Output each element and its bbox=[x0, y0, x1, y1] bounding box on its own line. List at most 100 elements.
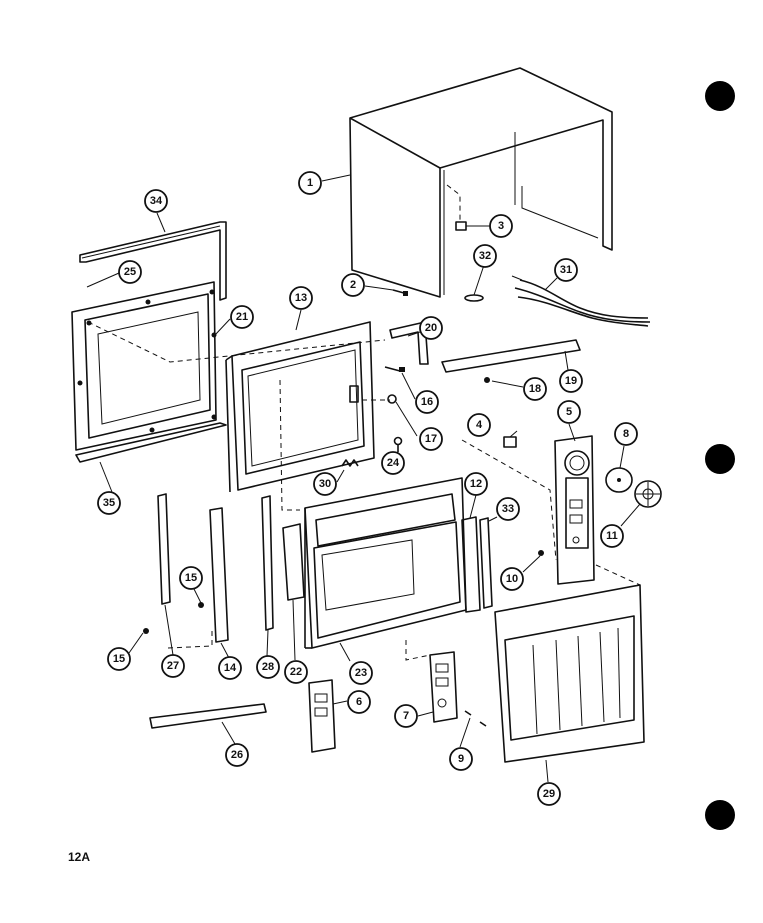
svg-text:1: 1 bbox=[307, 177, 313, 189]
callout-16: 16 bbox=[415, 390, 439, 414]
part-trim-12 bbox=[461, 516, 481, 613]
svg-text:26: 26 bbox=[231, 749, 243, 761]
svg-text:18: 18 bbox=[529, 383, 541, 395]
svg-text:12: 12 bbox=[470, 478, 482, 490]
part-top-trim-35 bbox=[79, 221, 227, 301]
part-wire-harness-32 bbox=[511, 275, 651, 327]
callout-18: 18 bbox=[523, 377, 547, 401]
callout-33: 32 bbox=[473, 244, 497, 268]
callout-4: 4 bbox=[467, 413, 491, 437]
part-control-panel-5 bbox=[554, 435, 595, 585]
binder-hole-bottom bbox=[705, 800, 735, 830]
callout-20: 20 bbox=[419, 316, 443, 340]
part-bracket-3 bbox=[446, 184, 467, 231]
callout-24: 24 bbox=[381, 451, 405, 475]
callout-13: 13 bbox=[289, 286, 313, 310]
svg-text:28: 28 bbox=[262, 661, 274, 673]
callout-9: 9 bbox=[449, 747, 473, 771]
svg-text:33: 33 bbox=[502, 503, 514, 515]
svg-text:31: 31 bbox=[560, 264, 572, 276]
callout-2: 2 bbox=[341, 273, 365, 297]
callout-6: 6 bbox=[347, 690, 371, 714]
svg-text:34: 34 bbox=[150, 195, 163, 207]
svg-text:20: 20 bbox=[425, 322, 437, 334]
svg-text:2: 2 bbox=[350, 279, 356, 291]
svg-text:14: 14 bbox=[224, 662, 237, 674]
part-panel-7 bbox=[429, 651, 458, 723]
svg-text:3: 3 bbox=[498, 220, 504, 232]
callout-31: 30 bbox=[313, 472, 337, 496]
svg-text:15: 15 bbox=[185, 572, 197, 584]
part-cabinet-wrapper bbox=[349, 67, 613, 298]
callout-7: 7 bbox=[394, 704, 418, 728]
callout-17: 17 bbox=[419, 427, 443, 451]
callout-23: 23 bbox=[349, 661, 373, 685]
callout-35: 34 bbox=[144, 189, 168, 213]
callout-1: 1 bbox=[298, 171, 322, 195]
callout-36: 35 bbox=[97, 491, 121, 515]
part-hinge-29 bbox=[261, 495, 274, 631]
callout-21: 21 bbox=[230, 305, 254, 329]
svg-text:6: 6 bbox=[356, 696, 362, 708]
part-front-door-23 bbox=[304, 477, 467, 649]
part-screw-9 bbox=[464, 710, 487, 727]
binder-hole-top bbox=[705, 81, 735, 111]
svg-text:19: 19 bbox=[565, 375, 577, 387]
svg-text:17: 17 bbox=[425, 433, 437, 445]
svg-text:4: 4 bbox=[476, 419, 483, 431]
svg-text:8: 8 bbox=[623, 428, 629, 440]
part-spring-31 bbox=[341, 459, 359, 467]
page-label: 12A bbox=[68, 850, 91, 864]
part-dial-11 bbox=[634, 480, 662, 508]
part-hinge-14 bbox=[209, 507, 229, 643]
part-screw-17 bbox=[387, 394, 397, 404]
callout-15b: 15 bbox=[107, 647, 131, 671]
svg-text:10: 10 bbox=[506, 573, 518, 585]
svg-text:5: 5 bbox=[566, 406, 572, 418]
part-rail-19 bbox=[441, 339, 581, 373]
svg-text:27: 27 bbox=[167, 660, 179, 672]
svg-text:9: 9 bbox=[458, 753, 464, 765]
assembly-lines bbox=[87, 321, 641, 661]
callout-5: 5 bbox=[557, 400, 581, 424]
part-bottom-trim-36 bbox=[75, 422, 227, 463]
part-screw-10 bbox=[538, 550, 544, 556]
part-trim-34 bbox=[479, 517, 493, 609]
part-front-panel-30 bbox=[494, 584, 645, 763]
callout-22: 22 bbox=[284, 660, 308, 684]
callout-14: 14 bbox=[218, 656, 242, 680]
svg-text:21: 21 bbox=[236, 311, 248, 323]
svg-text:24: 24 bbox=[387, 457, 400, 469]
callout-26: 26 bbox=[225, 743, 249, 767]
callout-12: 12 bbox=[464, 472, 488, 496]
callout-30: 29 bbox=[537, 782, 561, 806]
svg-text:13: 13 bbox=[295, 292, 307, 304]
callout-27: 27 bbox=[161, 654, 185, 678]
svg-text:22: 22 bbox=[290, 666, 302, 678]
svg-text:11: 11 bbox=[606, 530, 618, 542]
svg-text:32: 32 bbox=[479, 250, 491, 262]
callout-19: 19 bbox=[559, 369, 583, 393]
svg-text:25: 25 bbox=[124, 266, 136, 278]
part-screw-18 bbox=[484, 377, 490, 383]
callout-34: 33 bbox=[496, 497, 520, 521]
part-screw-2 bbox=[392, 289, 408, 296]
callout-10: 10 bbox=[500, 567, 524, 591]
part-grommet-33 bbox=[464, 294, 484, 302]
callout-25: 25 bbox=[118, 260, 142, 284]
part-screw-15a bbox=[198, 602, 204, 608]
part-screw-24 bbox=[393, 436, 403, 452]
svg-text:30: 30 bbox=[319, 478, 331, 490]
callout-3: 3 bbox=[489, 214, 513, 238]
svg-text:16: 16 bbox=[421, 396, 433, 408]
callout-11: 11 bbox=[600, 524, 624, 548]
part-screw-15b bbox=[143, 628, 149, 634]
callout-8: 8 bbox=[614, 422, 638, 446]
svg-text:35: 35 bbox=[103, 497, 115, 509]
part-knob-8 bbox=[605, 467, 633, 493]
part-outer-door-21 bbox=[71, 281, 217, 451]
part-gasket-22 bbox=[282, 523, 305, 601]
callout-32: 31 bbox=[554, 258, 578, 282]
part-latch-16 bbox=[384, 366, 405, 372]
